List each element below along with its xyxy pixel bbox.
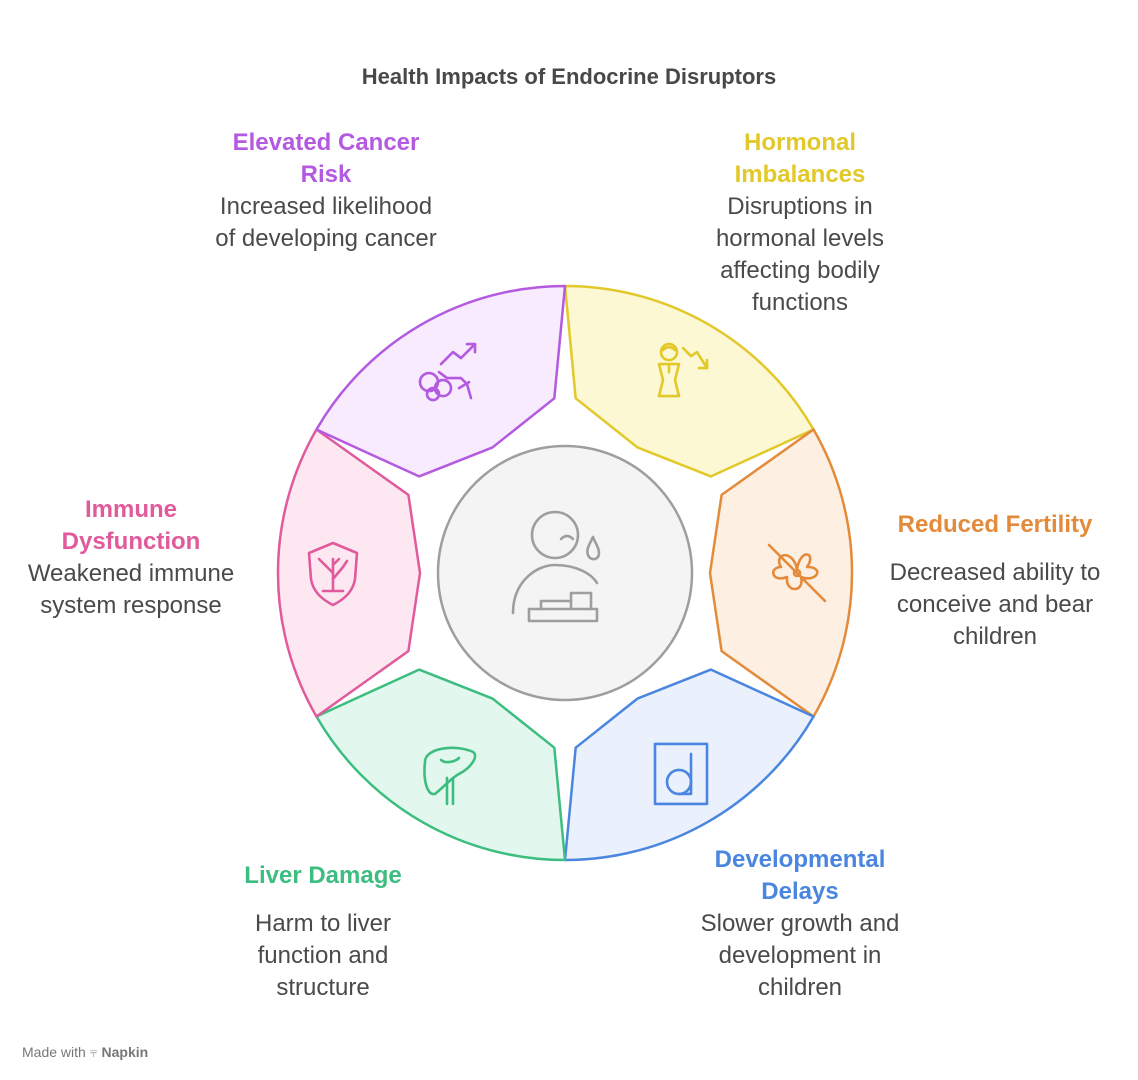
letter-d-block-icon (653, 742, 709, 806)
segment-fertility (708, 428, 854, 718)
label-hormonal-imbalances: Hormonal Imbalances Disruptions in hormo… (680, 127, 920, 319)
cells-rising-trend-icon (418, 342, 477, 402)
heading-immune-dysfunction: Immune Dysfunction (61, 496, 201, 555)
label-developmental-delays: Developmental Delays Slower growth and d… (686, 844, 914, 1004)
napkin-logo-icon: ⫧ (89, 1044, 98, 1060)
heading-reduced-fertility: Reduced Fertility (897, 511, 1093, 538)
heading-hormonal-imbalances: Hormonal Imbalances (734, 129, 866, 188)
description-elevated-cancer-risk: Increased likelihood of developing cance… (215, 193, 437, 252)
description-liver-damage: Harm to liver function and structure (254, 910, 392, 1001)
description-developmental-delays: Slower growth and development in childre… (700, 910, 900, 1001)
liver-icon (423, 746, 477, 806)
description-hormonal-imbalances: Disruptions in hormonal levels affecting… (715, 193, 885, 316)
label-elevated-cancer-risk: Elevated Cancer Risk Increased likelihoo… (208, 127, 444, 255)
label-reduced-fertility: Reduced Fertility Decreased ability to c… (872, 509, 1118, 653)
label-immune-dysfunction: Immune Dysfunction Weakened immune syste… (22, 494, 240, 622)
footer-credit: Made with ⫧ Napkin (22, 1044, 148, 1061)
segment-liver (315, 668, 567, 862)
center-circle (436, 444, 694, 702)
footer-prefix: Made with (22, 1044, 86, 1060)
crossed-out-reproductive-icon (767, 543, 827, 603)
sad-person-bar-chart-icon (511, 510, 601, 623)
description-immune-dysfunction: Weakened immune system response (27, 560, 235, 619)
diagram-title: Health Impacts of Endocrine Disruptors (361, 64, 777, 89)
label-liver-damage: Liver Damage Harm to liver function and … (210, 860, 436, 1004)
shield-tree-icon (307, 541, 359, 607)
segment-immune (276, 428, 422, 718)
heading-developmental-delays: Developmental Delays (714, 846, 886, 905)
falling-chart-person-icon (657, 342, 709, 398)
description-reduced-fertility: Decreased ability to conceive and bear c… (889, 559, 1101, 650)
segment-developmental (563, 668, 815, 862)
heading-liver-damage: Liver Damage (244, 862, 402, 889)
footer-brand: Napkin (101, 1044, 149, 1060)
heading-elevated-cancer-risk: Elevated Cancer Risk (232, 129, 420, 188)
